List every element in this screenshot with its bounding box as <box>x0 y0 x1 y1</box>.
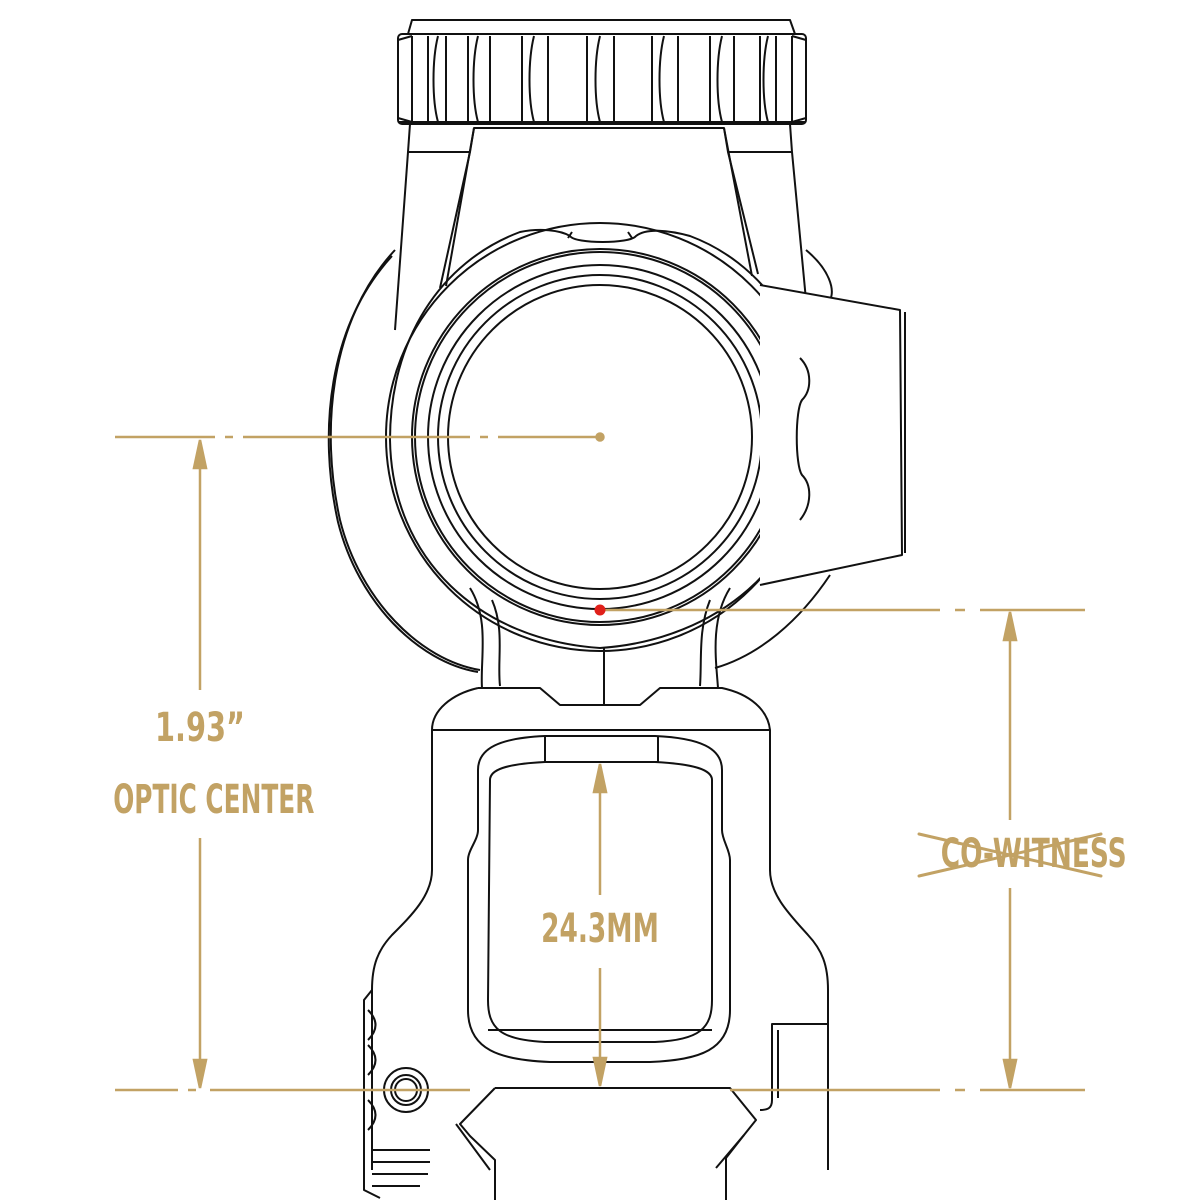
strikethrough-x-icon <box>917 832 1103 878</box>
side-control-housing <box>759 284 906 586</box>
riser-mount <box>371 687 829 1170</box>
optic-neck <box>469 587 731 705</box>
picatinny-rail <box>455 1087 757 1200</box>
arrow-down-icon <box>192 1058 208 1089</box>
cowitness-annotation: CO-WITNESS <box>905 826 1127 882</box>
dimension-lines <box>115 432 1085 1092</box>
turret-cap-icon <box>397 19 807 125</box>
optic-housing <box>327 123 833 673</box>
throw-lever <box>363 989 430 1199</box>
recoil-lug <box>759 1023 828 1111</box>
optic-height-value: 1.93” <box>155 705 245 751</box>
optic-center-label: OPTIC CENTER <box>113 777 315 823</box>
arrow-up-icon <box>192 439 208 470</box>
red-dot-reticle-icon <box>594 604 606 616</box>
optic-center-dot-icon <box>595 432 605 442</box>
window-height-value: 24.3MM <box>541 906 659 952</box>
